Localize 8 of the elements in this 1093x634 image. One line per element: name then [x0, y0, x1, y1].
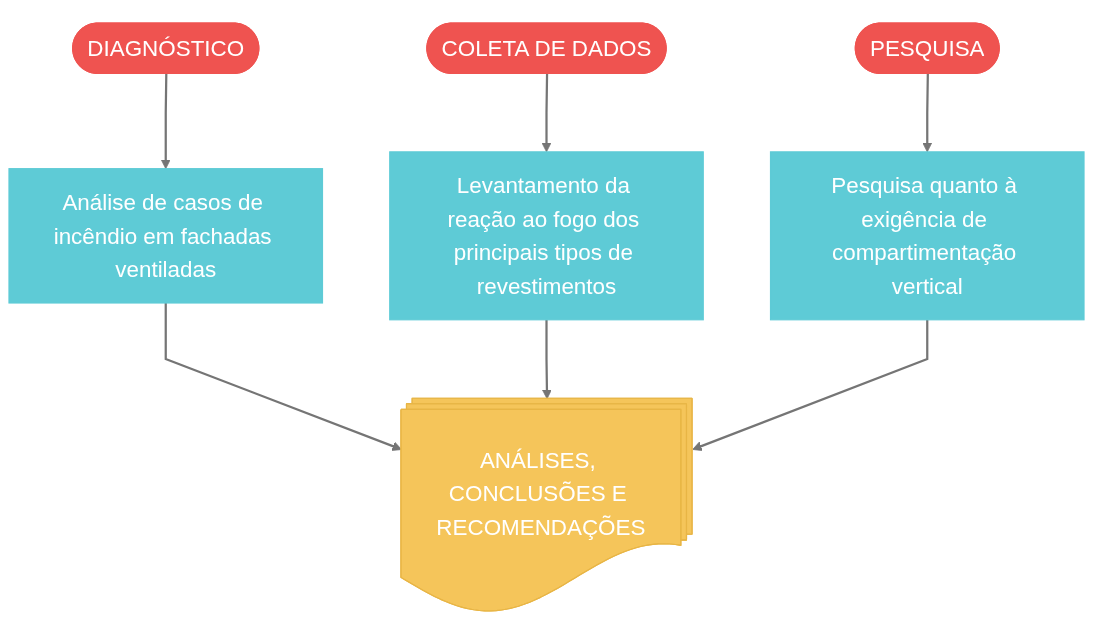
arrow	[160, 74, 171, 170]
arrow	[692, 319, 929, 451]
arrow	[541, 74, 552, 153]
arrow	[164, 303, 402, 451]
node-box: Pesquisa quanto à exigência de compartimentação vertical	[769, 151, 1085, 321]
arrow	[922, 74, 933, 153]
node-box: Análise de casos de incêndio em fachadas ventiladas	[8, 168, 324, 304]
node-box: Levantamento da reação ao fogo dos principais tipos de revestimentos	[389, 151, 704, 321]
